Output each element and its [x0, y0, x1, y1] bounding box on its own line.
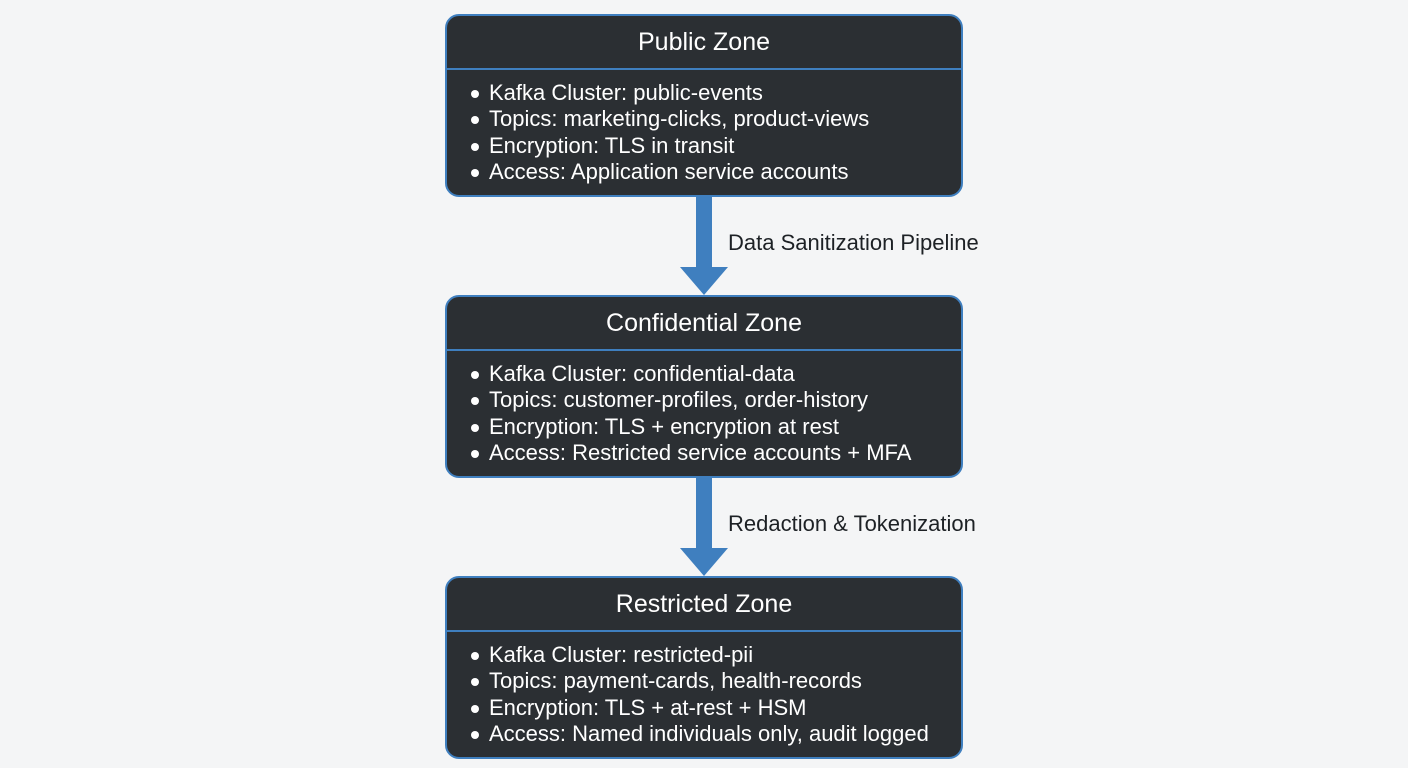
public-zone-details: Kafka Cluster: public-events Topics: mar… [447, 70, 961, 185]
public-zone-topics: Topics: marketing-clicks, product-views [469, 106, 961, 132]
confidential-zone-encryption: Encryption: TLS + encryption at rest [469, 414, 961, 440]
public-zone-cluster: Kafka Cluster: public-events [469, 80, 961, 106]
confidential-zone-box: Confidential Zone Kafka Cluster: confide… [445, 295, 963, 478]
restricted-zone-title: Restricted Zone [447, 578, 961, 632]
restricted-zone-encryption: Encryption: TLS + at-rest + HSM [469, 695, 961, 721]
confidential-zone-title: Confidential Zone [447, 297, 961, 351]
restricted-zone-details: Kafka Cluster: restricted-pii Topics: pa… [447, 632, 961, 747]
sanitization-pipeline-label: Data Sanitization Pipeline [728, 230, 979, 255]
sanitization-arrow-icon [680, 197, 728, 295]
redaction-arrow-icon [680, 478, 728, 576]
public-zone-access: Access: Application service accounts [469, 159, 961, 185]
confidential-zone-topics: Topics: customer-profiles, order-history [469, 387, 961, 413]
public-zone-encryption: Encryption: TLS in transit [469, 133, 961, 159]
confidential-zone-details: Kafka Cluster: confidential-data Topics:… [447, 351, 961, 466]
confidential-zone-access: Access: Restricted service accounts + MF… [469, 440, 961, 466]
public-zone-title: Public Zone [447, 16, 961, 70]
redaction-tokenization-label: Redaction & Tokenization [728, 511, 976, 536]
restricted-zone-cluster: Kafka Cluster: restricted-pii [469, 642, 961, 668]
restricted-zone-access: Access: Named individuals only, audit lo… [469, 721, 961, 747]
restricted-zone-box: Restricted Zone Kafka Cluster: restricte… [445, 576, 963, 759]
public-zone-box: Public Zone Kafka Cluster: public-events… [445, 14, 963, 197]
restricted-zone-topics: Topics: payment-cards, health-records [469, 668, 961, 694]
confidential-zone-cluster: Kafka Cluster: confidential-data [469, 361, 961, 387]
